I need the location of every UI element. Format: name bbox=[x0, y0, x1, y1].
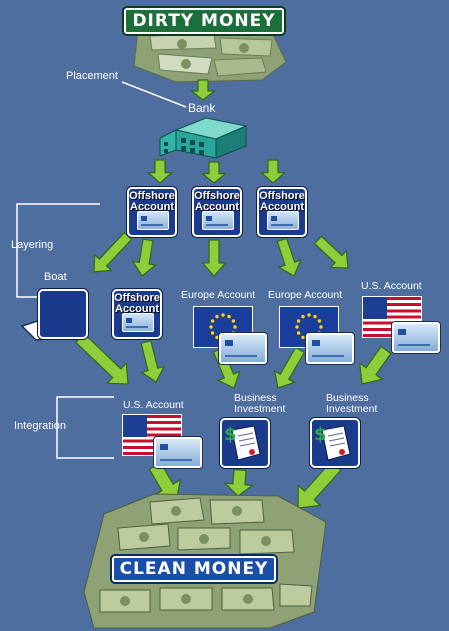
credit-card-icon bbox=[202, 211, 234, 230]
arrow-offshore-to-boat bbox=[93, 231, 133, 273]
us-account-label-2: U.S. Account bbox=[123, 399, 184, 411]
eu-star bbox=[227, 314, 231, 319]
business-investment-tile-1: $ bbox=[220, 418, 270, 468]
arrow-boat-to-us-account bbox=[74, 332, 129, 385]
arrow-business-2-to-clean-money bbox=[297, 460, 342, 509]
credit-card-icon bbox=[137, 211, 169, 230]
eu-star bbox=[231, 319, 236, 323]
dollar-sign-icon: $ bbox=[224, 424, 237, 445]
arrow-bank-to-offshore-3 bbox=[259, 159, 287, 184]
boat-label: Boat bbox=[44, 271, 67, 283]
bank-building-icon bbox=[159, 117, 248, 159]
eu-star bbox=[296, 331, 301, 335]
arrow-us-to-business bbox=[358, 345, 392, 385]
eu-star bbox=[317, 319, 322, 323]
offshore-account-line1: Offshore bbox=[114, 292, 160, 304]
credit-card-icon bbox=[392, 322, 440, 353]
integration-bracket bbox=[56, 396, 114, 459]
business-document-icon: $ bbox=[314, 424, 351, 461]
offshore-account-line1: Offshore bbox=[259, 190, 305, 202]
arrow-bank-to-offshore-1 bbox=[146, 159, 174, 184]
offshore-account-line1: Offshore bbox=[129, 190, 175, 202]
business-line1: Business bbox=[326, 392, 369, 404]
arrow-offshore-to-europe-2 bbox=[276, 237, 302, 277]
arrow-offshore-to-europe bbox=[201, 239, 227, 277]
arrow-bank-to-offshore-2 bbox=[200, 161, 228, 184]
arrow-offshore-to-us-account bbox=[140, 340, 166, 383]
offshore-account-line1: Offshore bbox=[194, 190, 240, 202]
arrow-offshore-to-us bbox=[313, 235, 349, 269]
arrow-europe-to-business-2 bbox=[273, 346, 306, 389]
eu-star bbox=[210, 319, 215, 323]
placement-leader-line bbox=[121, 81, 187, 108]
us-account-label-1: U.S. Account bbox=[361, 280, 422, 292]
business-investment-tile-2: $ bbox=[310, 418, 360, 468]
offshore-account-line2: Account bbox=[115, 303, 159, 315]
boat-tile bbox=[38, 289, 88, 339]
eu-star bbox=[233, 325, 237, 329]
arrow-money-to-bank bbox=[189, 79, 217, 101]
dirty-money-header: DIRTY MONEY bbox=[124, 8, 284, 34]
eu-star bbox=[313, 314, 317, 319]
integration-label: Integration bbox=[14, 420, 66, 432]
business-line1: Business bbox=[234, 392, 277, 404]
eu-star bbox=[301, 335, 305, 340]
eu-star bbox=[319, 325, 323, 329]
clean-money-title: CLEAN MONEY bbox=[111, 556, 277, 582]
business-line2: Investment bbox=[234, 403, 286, 416]
business-document-icon: $ bbox=[224, 424, 261, 461]
eu-star bbox=[296, 319, 301, 323]
dirty-money-stack-icon bbox=[133, 27, 287, 83]
offshore-account-line2: Account bbox=[260, 201, 304, 213]
dirty-money-title: DIRTY MONEY bbox=[124, 8, 284, 34]
bank-label: Bank bbox=[188, 101, 216, 115]
eu-star bbox=[210, 331, 215, 335]
placement-label: Placement bbox=[66, 70, 118, 82]
eu-star bbox=[215, 335, 219, 340]
eu-flag-icon bbox=[193, 306, 253, 348]
europe-account-label-1: Europe Account bbox=[181, 289, 256, 301]
eu-star bbox=[307, 313, 311, 317]
credit-card-icon bbox=[122, 313, 154, 332]
layering-label: Layering bbox=[11, 239, 54, 251]
credit-card-icon bbox=[219, 333, 267, 364]
offshore-account-line2: Account bbox=[195, 201, 239, 213]
europe-account-label-2: Europe Account bbox=[268, 289, 343, 301]
business-line2: Investment bbox=[326, 403, 378, 416]
clean-money-header: CLEAN MONEY bbox=[104, 556, 284, 582]
arrow-business-to-clean-money bbox=[223, 468, 255, 497]
eu-star bbox=[215, 314, 219, 319]
eu-star bbox=[221, 313, 225, 317]
arrow-offshore-to-offshore bbox=[131, 238, 157, 277]
eu-star bbox=[295, 325, 299, 329]
credit-card-icon bbox=[267, 211, 299, 230]
eu-star bbox=[209, 325, 213, 329]
credit-card-icon bbox=[154, 437, 202, 468]
offshore-account-line2: Account bbox=[130, 201, 174, 213]
eu-star bbox=[301, 314, 305, 319]
credit-card-icon bbox=[306, 333, 354, 364]
dollar-sign-icon: $ bbox=[314, 424, 327, 445]
